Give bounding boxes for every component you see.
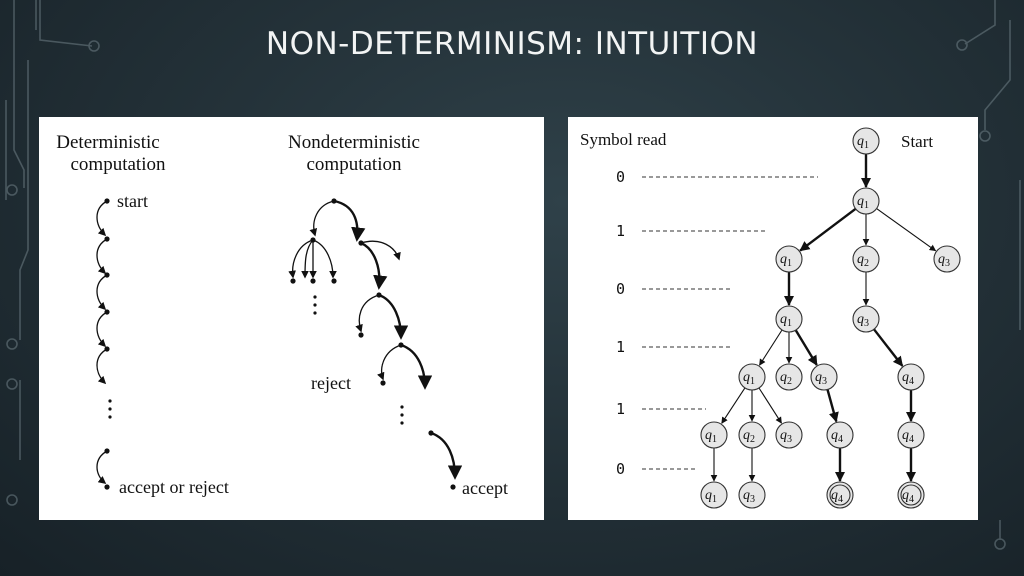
state-node: q1 bbox=[738, 363, 766, 391]
reject-label: reject bbox=[311, 373, 351, 393]
symbol-rows: 0 1 0 1 1 0 bbox=[616, 168, 818, 478]
symbol-label: 0 bbox=[616, 168, 625, 186]
state-node: q1 bbox=[852, 127, 880, 155]
tree-edge bbox=[799, 207, 857, 252]
symbol-read-header: Symbol read bbox=[580, 130, 667, 149]
accept-state-node: q4 bbox=[826, 481, 854, 509]
state-node: q3 bbox=[933, 245, 961, 273]
tree-edge bbox=[758, 387, 782, 424]
state-node: q4 bbox=[826, 421, 854, 449]
state-node: q3 bbox=[775, 421, 803, 449]
state-node: q1 bbox=[775, 245, 803, 273]
symbol-label: 1 bbox=[616, 222, 625, 240]
symbol-label: 0 bbox=[616, 280, 625, 298]
deterministic-title-line1: Deterministic bbox=[56, 132, 159, 153]
nondeterministic-title-line1: Nondeterministic bbox=[288, 132, 420, 153]
deterministic-chain bbox=[96, 200, 108, 484]
tree-edge bbox=[794, 329, 818, 366]
state-node: q2 bbox=[775, 363, 803, 391]
start-label: start bbox=[117, 191, 148, 211]
start-label: Start bbox=[901, 132, 933, 151]
tree-edge bbox=[721, 387, 746, 424]
computation-comparison-figure: Deterministic computation Nondeterminist… bbox=[39, 117, 544, 520]
tree-edge bbox=[873, 328, 904, 367]
tree-edge bbox=[826, 389, 839, 423]
deterministic-title-line2: computation bbox=[71, 154, 166, 175]
tree-edge bbox=[876, 208, 937, 252]
state-node: q1 bbox=[700, 481, 728, 509]
state-node: q1 bbox=[775, 305, 803, 333]
tree-edge bbox=[759, 329, 783, 366]
state-node: q3 bbox=[810, 363, 838, 391]
accept-label: accept bbox=[462, 478, 508, 498]
slide-title: NON-DETERMINISM: INTUITION bbox=[265, 26, 759, 62]
state-node: q1 bbox=[700, 421, 728, 449]
nondeterministic-tree bbox=[288, 199, 463, 480]
deterministic-states bbox=[104, 198, 112, 490]
state-node: q4 bbox=[897, 421, 925, 449]
symbol-label: 1 bbox=[616, 400, 625, 418]
symbol-label: 1 bbox=[616, 338, 625, 356]
accept-or-reject-label: accept or reject bbox=[119, 477, 229, 497]
accept-state-node: q4 bbox=[897, 481, 925, 509]
state-node: q4 bbox=[897, 363, 925, 391]
state-node: q1 bbox=[852, 187, 880, 215]
tree-edges bbox=[710, 154, 937, 483]
state-node: q3 bbox=[738, 481, 766, 509]
symbol-label: 0 bbox=[616, 460, 625, 478]
nondeterministic-states bbox=[290, 198, 456, 490]
state-node: q2 bbox=[852, 245, 880, 273]
state-node: q3 bbox=[852, 305, 880, 333]
nondeterministic-title-line2: computation bbox=[307, 154, 402, 175]
state-node: q2 bbox=[738, 421, 766, 449]
